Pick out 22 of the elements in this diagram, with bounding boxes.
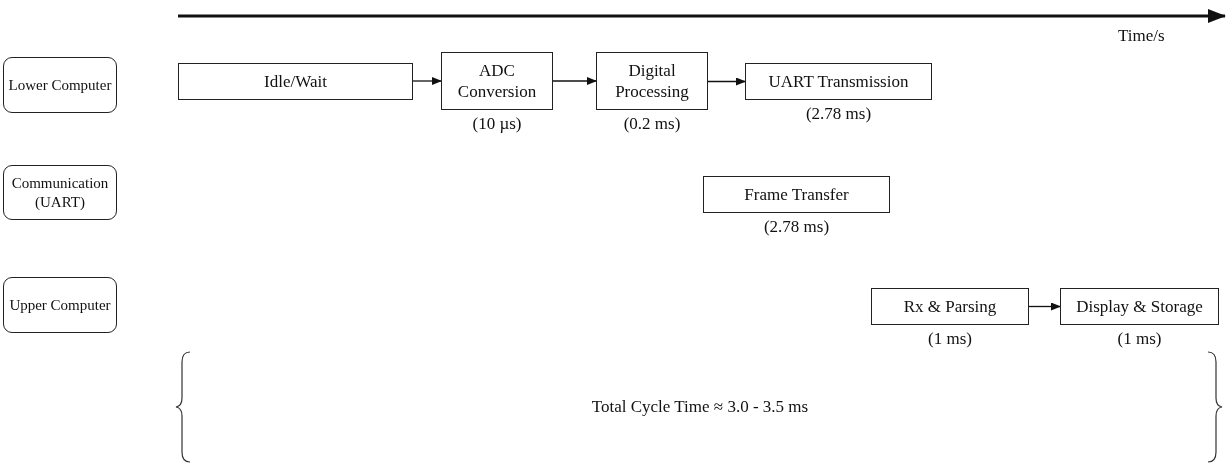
process-box: Frame Transfer <box>703 176 890 213</box>
process-box: UART Transmission <box>745 63 932 100</box>
duration-label: (1 ms) <box>928 329 972 349</box>
lane-label-box: Upper Computer <box>3 277 117 333</box>
process-box: ADC Conversion <box>441 52 553 110</box>
lane-label-box: Lower Computer <box>3 57 117 113</box>
total-cycle-note: Total Cycle Time ≈ 3.0 - 3.5 ms <box>591 397 809 417</box>
duration-label: (10 µs) <box>472 114 522 134</box>
arrow <box>1028 302 1061 311</box>
duration-label: (1 ms) <box>1117 329 1162 349</box>
arrow <box>552 77 597 85</box>
arrow <box>707 77 746 86</box>
arrow <box>412 77 442 85</box>
process-box: Display & Storage <box>1060 288 1219 325</box>
duration-label: (2.78 ms) <box>805 104 872 124</box>
process-box: Rx & Parsing <box>871 288 1029 325</box>
duration-label: (2.78 ms) <box>763 217 830 237</box>
axis-label: Time/s <box>1118 26 1165 46</box>
lane-label-box: Communication (UART) <box>3 165 117 220</box>
process-box: Idle/Wait <box>178 63 413 100</box>
process-box: Digital Processing <box>596 52 708 110</box>
duration-label: (0.2 ms) <box>623 114 681 134</box>
